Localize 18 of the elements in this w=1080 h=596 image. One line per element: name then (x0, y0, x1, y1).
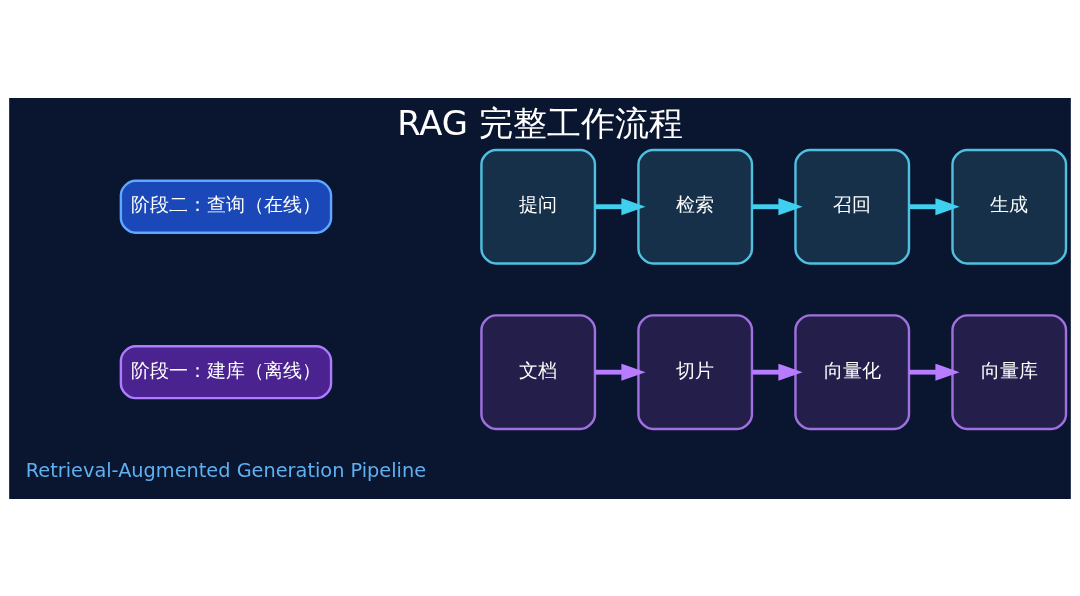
arrow (595, 197, 646, 215)
node-box: 提问 (480, 148, 597, 265)
arrow (909, 197, 960, 215)
node-box: 文档 (480, 313, 597, 430)
node-box: 阶段一：建库（离线） (119, 344, 333, 399)
diagram-title: RAG 完整工作流程 (397, 103, 683, 143)
node-box: 生成 (951, 148, 1068, 265)
node-box: 向量化 (794, 313, 911, 430)
node-box: 检索 (637, 148, 754, 265)
arrow (752, 197, 803, 215)
label: Retrieval-Augmented Generation Pipeline (25, 458, 427, 482)
node-box: 切片 (637, 313, 754, 430)
node-box: 向量库 (951, 313, 1068, 430)
arrow (752, 363, 803, 381)
node-box: 阶段二：查询（在线） (119, 179, 333, 234)
arrow (595, 363, 646, 381)
node-box: 召回 (794, 148, 911, 265)
arrow (909, 363, 960, 381)
